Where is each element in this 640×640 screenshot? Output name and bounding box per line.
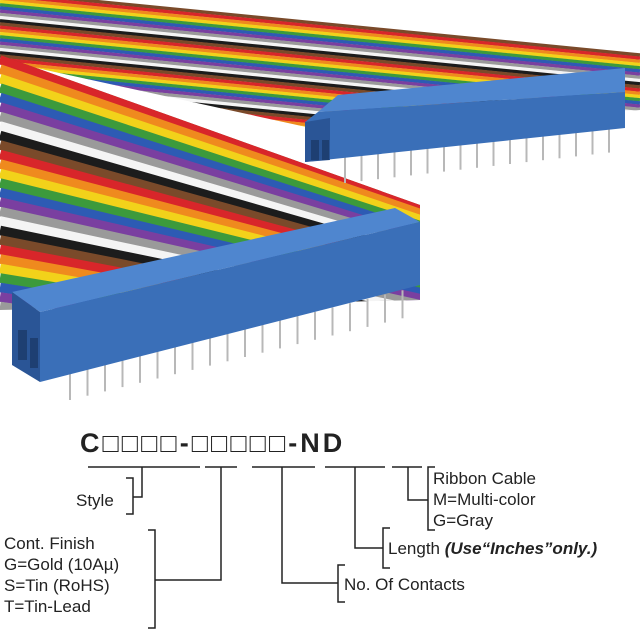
cable-option-gray: G=Gray — [433, 511, 493, 530]
wire — [0, 0, 640, 67]
wire — [0, 19, 640, 86]
finish-option-tin-lead: T=Tin-Lead — [4, 597, 91, 616]
wire — [0, 6, 640, 73]
style-label: Style — [76, 491, 114, 510]
wire — [0, 0, 640, 57]
wire — [0, 0, 640, 60]
lower-connector — [12, 208, 420, 382]
wire — [0, 22, 640, 89]
cable-option-multicolor: M=Multi-color — [433, 490, 536, 509]
ribbon-cable-assembly-image — [0, 0, 640, 400]
upper-connector — [305, 68, 625, 162]
part-number-template: C□□□□-□□□□□-ND — [80, 428, 346, 458]
length-label: Length (Use“Inches”only.) — [388, 538, 597, 559]
wire — [0, 64, 420, 222]
finish-title: Cont. Finish — [4, 534, 95, 553]
wire — [0, 73, 420, 228]
wire — [0, 15, 640, 83]
cable-title: Ribbon Cable — [433, 469, 537, 488]
lower-connector-pins — [69, 290, 404, 400]
wire — [0, 12, 640, 80]
length-note: (Use“Inches”only.) — [444, 539, 598, 558]
wire — [0, 92, 420, 240]
finish-option-gold: G=Gold (10Aµ) — [4, 555, 120, 574]
length-text: Length — [388, 539, 440, 558]
wire — [0, 55, 420, 216]
cable-label: Ribbon Cable M=Multi-color G=Gray — [433, 468, 536, 531]
finish-label: Cont. Finish G=Gold (10Aµ) S=Tin (RoHS) … — [4, 533, 119, 617]
contacts-label: No. Of Contacts — [344, 575, 465, 594]
finish-option-tin: S=Tin (RoHS) — [4, 576, 110, 595]
wire — [0, 3, 640, 70]
wire — [0, 83, 420, 234]
wire — [0, 0, 640, 64]
wire — [0, 9, 640, 76]
